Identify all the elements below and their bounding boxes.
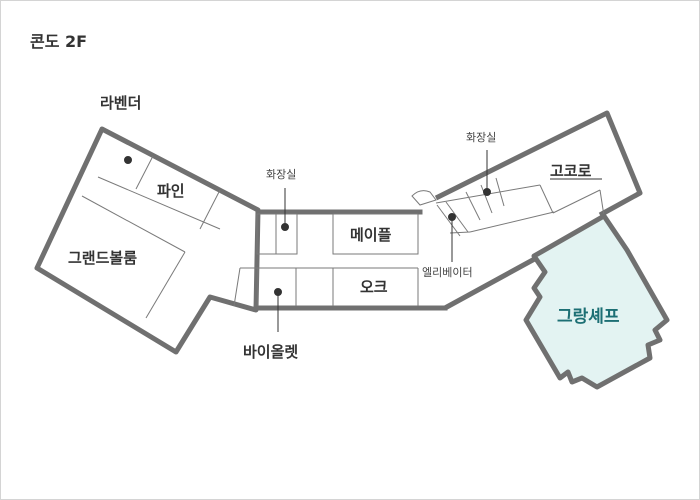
room-maple-label[interactable]: 메이플 <box>350 226 392 244</box>
right-wing-lower-wall <box>443 253 543 311</box>
left-wing-partitions <box>81 155 221 319</box>
elevator-door <box>411 190 437 206</box>
room-oak-label[interactable]: 오크 <box>360 278 388 296</box>
room-grand-chef-area[interactable] <box>523 213 670 390</box>
floor-title: 콘도 2F <box>30 32 88 51</box>
markers <box>124 150 491 332</box>
restroom-right-label: 화장실 <box>466 131 496 144</box>
restroom-center-label: 화장실 <box>266 168 296 181</box>
room-pine-label[interactable]: 파인 <box>157 182 185 200</box>
left-wing-wall <box>34 126 261 355</box>
room-lavender-label[interactable]: 라벤더 <box>100 94 141 112</box>
right-wing-wall <box>434 110 643 218</box>
room-grand-chef-label[interactable]: 그랑셰프 <box>557 307 620 327</box>
room-grand-ballroom-label[interactable]: 그랜드볼룸 <box>68 249 137 267</box>
center-partitions <box>233 213 419 307</box>
room-violet-label[interactable]: 바이올렛 <box>243 343 298 361</box>
elevator-label: 엘리베이터 <box>422 266 473 279</box>
room-gokoro-label[interactable]: 고코로 <box>550 162 592 180</box>
